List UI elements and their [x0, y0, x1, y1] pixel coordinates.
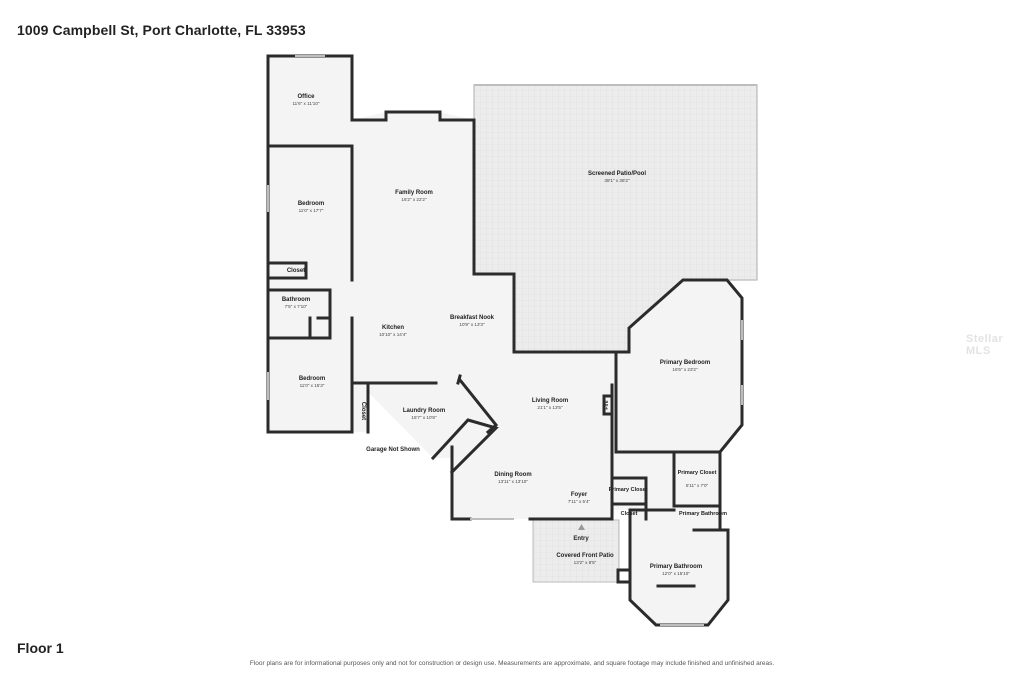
- dining-label: Dining Room: [494, 472, 531, 478]
- exterior-wall-west-lower: [266, 54, 354, 434]
- fire-label: Fire: [604, 400, 610, 409]
- bathroom-fixture: [308, 316, 332, 340]
- bedroom2-label: Bedroom: [299, 376, 325, 382]
- kitchen-label: Kitchen: [382, 325, 404, 331]
- bathroom-wall: [266, 288, 332, 340]
- front-patio-dims: 13'2" x 8'5": [574, 560, 597, 565]
- primary-bedroom-dims: 16'5" x 23'2": [672, 367, 698, 372]
- address-title: 1009 Campbell St, Port Charlotte, FL 339…: [17, 22, 306, 38]
- primary-bedroom-label: Primary Bedroom: [660, 360, 710, 366]
- entry-label: Entry: [573, 536, 589, 542]
- living-dims: 21'1" x 13'5": [537, 405, 563, 410]
- closet2-label: Closet: [360, 402, 366, 420]
- entry-arrow-icon: [578, 524, 585, 530]
- primary-bath-wall: [628, 450, 730, 627]
- closet1-wall: [266, 261, 308, 280]
- living-label: Living Room: [532, 398, 568, 404]
- front-patio-label: Covered Front Patio: [556, 553, 614, 559]
- living-east-wall: [528, 383, 614, 521]
- primary-bath-label: Primary Bathroom: [650, 564, 702, 570]
- primary-bath-dims: 12'0" x 15'10": [662, 571, 690, 576]
- foyer-label: Foyer: [571, 492, 588, 498]
- patio-label: Screened Patio/Pool: [588, 171, 646, 177]
- patio-wall: [472, 272, 631, 354]
- bedroom2-dims: 11'0" x 15'3": [300, 383, 325, 388]
- primary-bedroom-wall: [614, 278, 744, 454]
- nook-dims: 10'9" x 13'3": [459, 322, 485, 327]
- bathroom-dims: 7'5" x 7'10": [285, 304, 308, 309]
- disclaimer-text: Floor plans are for informational purpos…: [249, 660, 775, 667]
- family-room-dims: 16'2" x 22'2": [401, 197, 427, 202]
- kitchen-dims: 10'10" x 14'4": [379, 332, 407, 337]
- primary-closet-right-label: Primary Closet: [678, 470, 717, 476]
- laundry-label: Laundry Room: [403, 408, 445, 414]
- exterior-wall-west: [266, 54, 476, 276]
- laundry-dims: 15'7" x 10'8": [411, 415, 437, 420]
- family-room-label: Family Room: [395, 190, 433, 196]
- foyer-dims: 7'11" x 5'4": [568, 499, 591, 504]
- laundry-angle: [457, 377, 499, 435]
- primary-closet-right-dims: 5'11" x 7'0": [686, 483, 709, 488]
- dining-dims: 13'11" x 13'10": [498, 479, 528, 484]
- bedroom1-label: Bedroom: [298, 201, 324, 207]
- patio-dims: 38'1" x 36'2": [604, 178, 630, 183]
- interior-floor: [268, 56, 742, 625]
- mls-watermark: Stellar MLS: [966, 333, 1004, 357]
- office-dims: 11'6" x 11'10": [292, 101, 319, 106]
- office-label: Office: [297, 94, 315, 100]
- bedroom1-dims: 11'0" x 17'7": [299, 208, 324, 213]
- closet3-label: Closet: [621, 511, 638, 517]
- closet1-label: Closet: [287, 268, 305, 274]
- garage-label: Garage Not Shown: [366, 447, 420, 453]
- nook-label: Breakfast Nook: [450, 315, 495, 321]
- closet-block-walls: [610, 476, 648, 521]
- laundry-wall: [366, 381, 499, 475]
- primary-closet-wall: [672, 450, 722, 532]
- primary-closet-left-label: Primary Closet: [609, 487, 648, 493]
- bathroom-label: Bathroom: [282, 297, 310, 303]
- floor-label: Floor 1: [17, 640, 64, 656]
- fireplace-box: [602, 394, 614, 416]
- front-patio-area: [532, 519, 620, 583]
- primary-bath-small-label: Primary Bathroom: [679, 511, 727, 517]
- office-wall: [266, 144, 354, 282]
- bath-small-wall: [616, 568, 632, 584]
